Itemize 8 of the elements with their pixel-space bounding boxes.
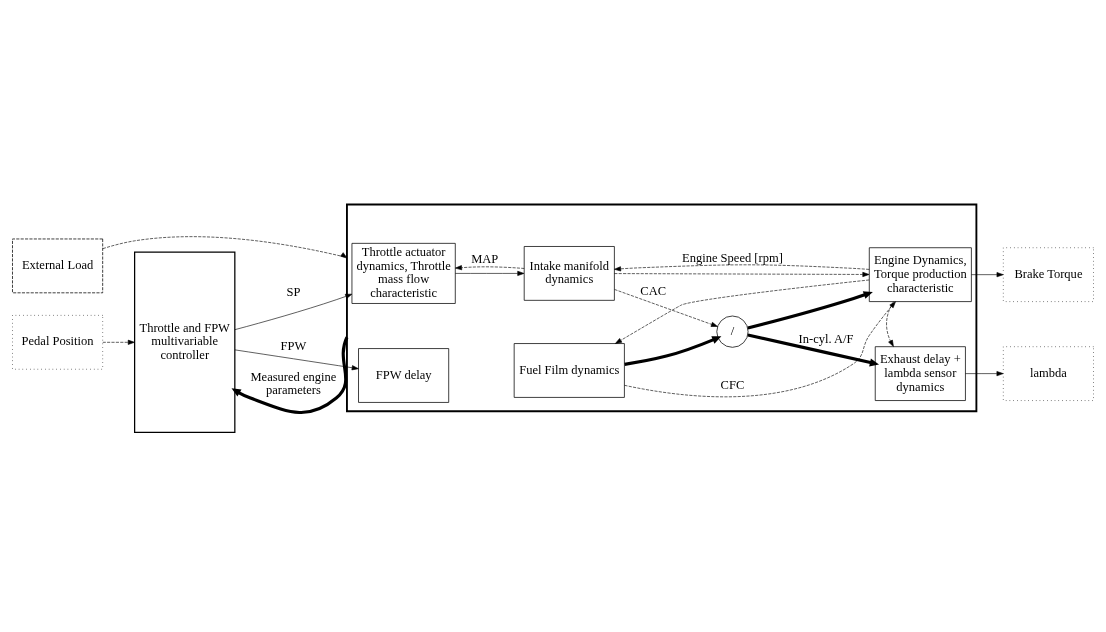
edge-label: MAP (471, 252, 499, 267)
edge-label: Measured engine parameters (250, 369, 337, 398)
edge-label: CAC (640, 284, 667, 299)
edge-label: Engine Speed [rpm] (682, 250, 783, 265)
edge-label: SP (286, 284, 301, 299)
edge-label: In-cyl. A/F (798, 331, 854, 346)
edge-label: FPW (280, 338, 307, 353)
edge-label: CFC (720, 377, 745, 392)
